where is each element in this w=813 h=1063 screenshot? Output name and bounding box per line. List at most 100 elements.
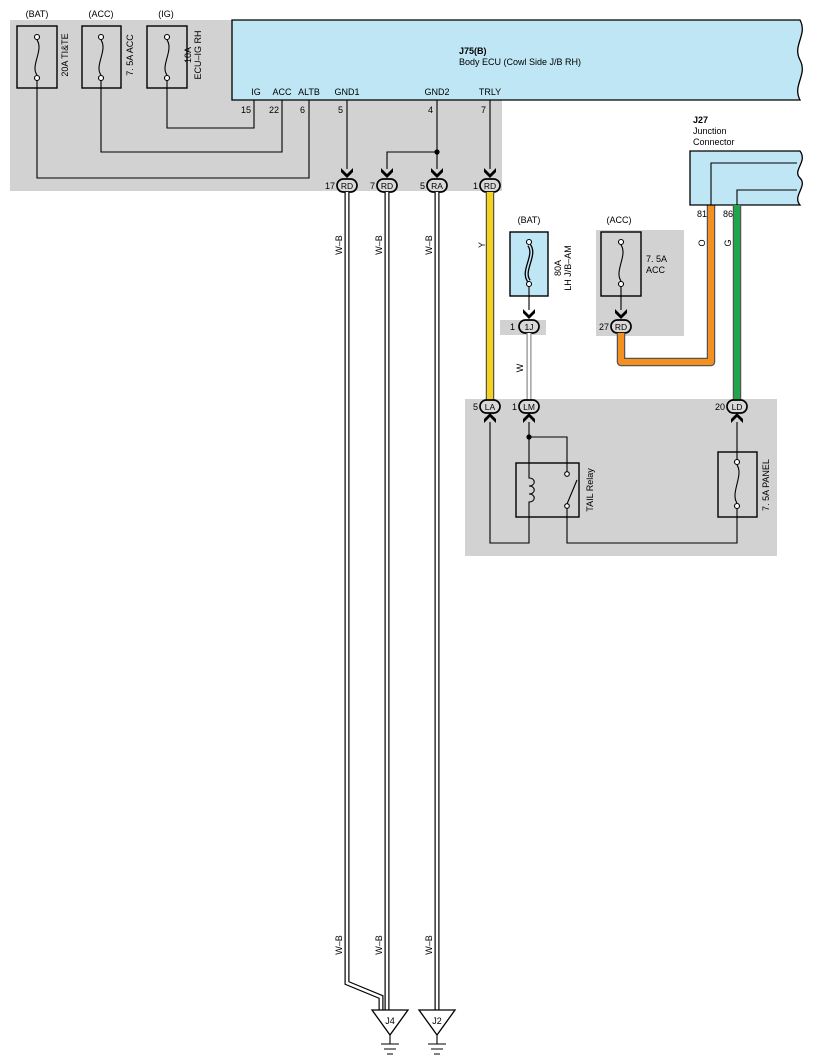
ecu-pin-number-altb: 6 (300, 105, 305, 115)
junction-connector-id: J27 (693, 115, 708, 125)
tail-relay-switch-blade (566, 479, 578, 505)
fuse-lh-jb-am-terminal-top (525, 238, 533, 246)
wire-label-o: O (697, 239, 707, 246)
connector-arrow-1j (523, 309, 535, 319)
connector-rd-1-pin: 1 (473, 181, 478, 191)
connector-lm-code: LM (523, 402, 535, 412)
fuse-acc-name: ACC (646, 265, 666, 275)
fuse-lh-jb-am-rating: 80A (553, 260, 563, 276)
wire-gnd2-branch (386, 151, 437, 169)
fuse-ti-te-terminal-top (33, 33, 41, 41)
fuse-ecu-ig-element (164, 39, 170, 76)
ecu-pin-name-altb: ALTB (298, 87, 320, 97)
connector-ld-pin: 20 (715, 402, 725, 412)
fuse-panel-terminal-top (733, 458, 741, 466)
connector-lm-pin: 1 (512, 402, 517, 412)
tail-relay-label: TAIL Relay (585, 468, 595, 512)
tail-relay-contact-bottom (564, 503, 570, 509)
wire-label-w: W (515, 363, 525, 372)
fuse-lh-jb-am (509, 231, 549, 297)
body-ecu-box (231, 19, 803, 101)
ecu-pin-name-trly: TRLY (479, 87, 501, 97)
fuse-panel-terminal-bottom (733, 502, 741, 510)
fuse-acc-top-terminal-top (97, 33, 105, 41)
fuse-acc-top-label: 7. 5A ACC (125, 34, 135, 76)
tail-relay (515, 462, 580, 518)
fuse-acc-element (618, 244, 624, 282)
connector-arrow-ld (731, 413, 743, 423)
connector-arrow-gnd2 (431, 168, 443, 178)
fuse-acc-top-terminal-bottom (97, 74, 105, 82)
ground-j2-triangle (417, 1009, 457, 1037)
wire-label-wb-1-upper: W–B (334, 235, 344, 255)
connector-arrow-trly (484, 168, 496, 178)
connector-rd-17-pin: 17 (325, 181, 335, 191)
connector-rd-27-pin: 27 (599, 322, 609, 332)
connector-ld-code: LD (732, 402, 743, 412)
junction-connector-name-line1: Junction (693, 126, 727, 136)
wire-relay-switch-to-panel-fuse (566, 508, 738, 544)
fuse-acc-terminal-top (617, 238, 625, 246)
fuse-ecu-ig-terminal-bottom (163, 74, 171, 82)
fuse-lh-jb-am-element (525, 244, 533, 282)
connector-arrow-27 (615, 309, 627, 319)
wire-o (618, 205, 714, 365)
fuse-panel-element (734, 464, 740, 504)
wire-ti-te-to-altb (36, 80, 310, 179)
fuse-lh-jb-am-source: (BAT) (518, 215, 541, 225)
ground-j2-symbol (428, 1035, 446, 1055)
fuse-panel (717, 451, 758, 518)
fuse-ecu-ig-source: (IG) (158, 9, 174, 19)
wire-label-wb-3-upper: W–B (424, 235, 434, 255)
connector-arrow-gnd2b (381, 168, 393, 178)
connector-la-pin: 5 (473, 402, 478, 412)
connector-arrow-la (484, 413, 496, 423)
ecu-pin-name-gnd1: GND1 (334, 87, 359, 97)
connector-arrow-lm (523, 413, 535, 423)
junction-internal-line-81 (710, 162, 797, 205)
fuse-lh-jb-am-terminal-bottom (525, 280, 533, 288)
fuse-ti-te-terminal-bottom (33, 74, 41, 82)
wire-label-wb-1-lower: W–B (334, 935, 344, 955)
wire-lm-to-relay-switch (529, 436, 568, 463)
connector-rd-17-code: RD (341, 181, 353, 191)
ecu-pin-name-ig: IG (251, 87, 261, 97)
fuse-ecu-ig-label-rating: 10A (183, 47, 193, 63)
wire-label-g: G (723, 239, 733, 246)
ecu-id: J75(B) (459, 46, 487, 56)
fuse-ecu-ig-terminal-top (163, 33, 171, 41)
connector-ra-5-pin: 5 (420, 181, 425, 191)
wire-label-y: Y (477, 242, 487, 248)
wire-wb-gnd1-outline (344, 192, 384, 1010)
tail-relay-box (515, 462, 580, 518)
tail-relay-area (465, 399, 777, 556)
junction-internal-line-86 (736, 189, 797, 205)
wire-ecu-ig-to-ig-pin (166, 80, 255, 129)
junction-pin-86: 86 (723, 209, 733, 219)
fuse-ti-te-source: (BAT) (26, 9, 49, 19)
fuse-acc-top-element (98, 39, 104, 76)
connector-arrow-gnd1 (341, 168, 353, 178)
fuse-acc-terminal-bottom (617, 280, 625, 288)
wire-label-wb-3-lower: W–B (424, 935, 434, 955)
ecu-pin-number-ig: 15 (241, 105, 251, 115)
connector-la-code: LA (485, 402, 496, 412)
fuse-acc-source: (ACC) (89, 9, 114, 19)
junction-pin-81: 81 (697, 209, 707, 219)
wire-label-wb-2-lower: W–B (374, 935, 384, 955)
fuse-ti-te-element (34, 39, 40, 76)
junction-connector-box (689, 150, 803, 206)
fuse-panel-box (717, 451, 758, 518)
junction-connector-name-line2: Connector (693, 137, 735, 147)
ecu-name: Body ECU (Cowl Side J/B RH) (459, 57, 581, 67)
ground-j2: J2 (417, 1009, 457, 1055)
wire-la-to-relay-coil (489, 422, 530, 544)
connector-rd-7-pin: 7 (370, 181, 375, 191)
ground-j4-symbol (381, 1035, 399, 1055)
gnd2-junction-dot (434, 149, 440, 155)
fuse-acc-source: (ACC) (607, 215, 632, 225)
ground-j4: J4 (370, 1009, 410, 1055)
tail-relay-contact-top (564, 471, 570, 477)
ecu-pin-number-acc: 22 (269, 105, 279, 115)
connector-rd-7-code: RD (381, 181, 393, 191)
